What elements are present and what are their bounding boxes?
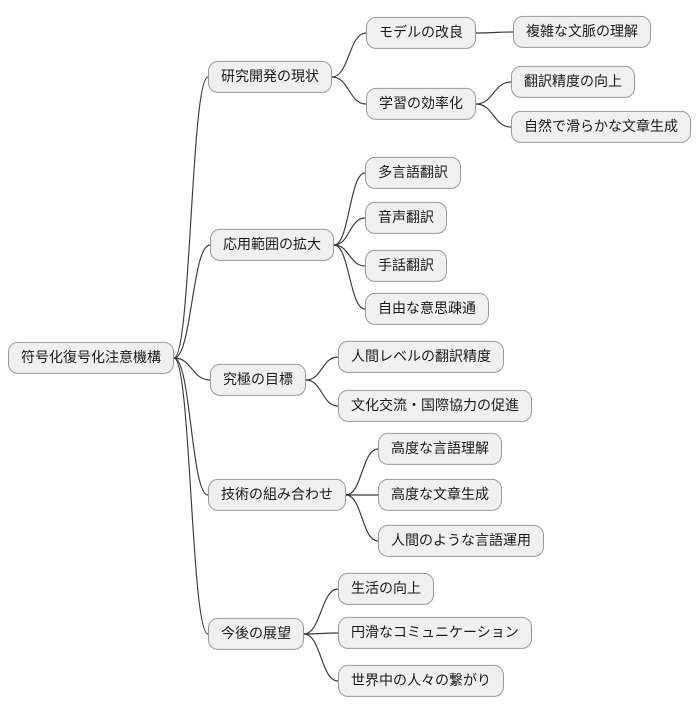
connector-application-expansion-to-speech-translation <box>333 217 366 246</box>
connector-learning-efficiency-to-natural-smooth-text-gen <box>475 103 512 128</box>
connector-ultimate-goal-to-human-level-accuracy <box>305 356 339 381</box>
mindmap-node-translation-accuracy-up[interactable]: 翻訳精度の向上 <box>511 65 635 99</box>
mindmap-node-natural-smooth-text-gen[interactable]: 自然で滑らかな文章生成 <box>511 110 691 144</box>
mindmap-node-multilingual-translation[interactable]: 多言語翻訳 <box>365 156 461 190</box>
mindmap-node-smooth-communication[interactable]: 円滑なコミュニケーション <box>338 616 532 650</box>
mindmap-node-life-improvement[interactable]: 生活の向上 <box>338 572 434 606</box>
connector-learning-efficiency-to-translation-accuracy-up <box>475 81 512 105</box>
mindmap-node-technology-combination[interactable]: 技術の組み合わせ <box>208 478 346 512</box>
connector-application-expansion-to-free-communication <box>333 244 366 310</box>
mindmap-node-ultimate-goal[interactable]: 究極の目標 <box>210 363 306 397</box>
mindmap-node-world-people-connection[interactable]: 世界中の人々の繋がり <box>338 664 504 698</box>
connector-technology-combination-to-human-like-language-use <box>345 494 379 542</box>
connector-root-to-research-dev-status <box>173 76 209 359</box>
mindmap-node-human-like-language-use[interactable]: 人間のような言語運用 <box>378 524 544 558</box>
mindmap-node-speech-translation[interactable]: 音声翻訳 <box>365 201 447 235</box>
mindmap-node-model-improvement[interactable]: モデルの改良 <box>366 16 476 50</box>
connector-future-outlook-to-life-improvement <box>303 588 339 635</box>
mindmap-node-research-dev-status[interactable]: 研究開発の現状 <box>208 60 332 94</box>
mindmap-node-human-level-accuracy[interactable]: 人間レベルの翻訳精度 <box>338 340 504 374</box>
mindmap-node-learning-efficiency[interactable]: 学習の効率化 <box>366 87 476 121</box>
connector-research-dev-status-to-learning-efficiency <box>331 76 367 105</box>
connector-ultimate-goal-to-cultural-exchange-promotion <box>305 379 339 407</box>
mindmap-node-application-expansion[interactable]: 応用範囲の拡大 <box>210 228 334 262</box>
connector-future-outlook-to-world-people-connection <box>303 633 339 682</box>
connector-root-to-technology-combination <box>173 357 209 496</box>
mindmap-node-cultural-exchange-promotion[interactable]: 文化交流・国際協力の促進 <box>338 389 532 423</box>
connector-research-dev-status-to-model-improvement <box>331 32 367 78</box>
mindmap-node-sign-language-translation[interactable]: 手話翻訳 <box>365 249 447 283</box>
mindmap-node-future-outlook[interactable]: 今後の展望 <box>208 617 304 651</box>
connector-root-to-ultimate-goal <box>173 357 211 381</box>
mindmap-node-advanced-language-understanding[interactable]: 高度な言語理解 <box>378 432 502 466</box>
connector-application-expansion-to-sign-language-translation <box>333 244 366 267</box>
mindmap-node-complex-context-understanding[interactable]: 複雑な文脈の理解 <box>513 15 651 49</box>
mindmap-node-root[interactable]: 符号化復号化注意機構 <box>8 341 174 375</box>
connector-model-improvement-to-complex-context-understanding <box>475 31 514 34</box>
connector-application-expansion-to-multilingual-translation <box>333 172 366 246</box>
mindmap-node-free-communication[interactable]: 自由な意思疎通 <box>365 292 489 326</box>
connector-technology-combination-to-advanced-language-understanding <box>345 448 379 496</box>
connector-future-outlook-to-smooth-communication <box>303 632 339 635</box>
connector-root-to-future-outlook <box>173 357 209 635</box>
mindmap-node-advanced-text-generation[interactable]: 高度な文章生成 <box>378 478 502 512</box>
connector-root-to-application-expansion <box>173 244 211 359</box>
